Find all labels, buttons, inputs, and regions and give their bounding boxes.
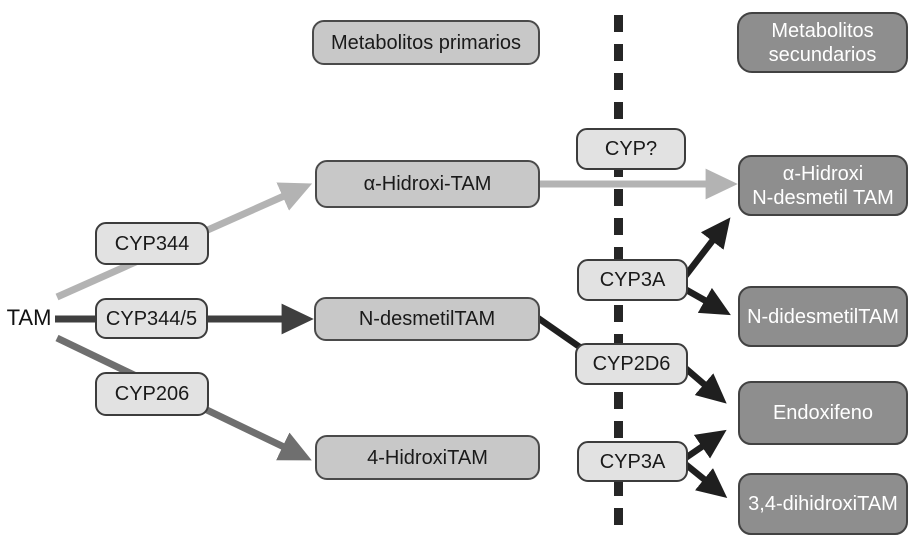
alpha-hidroxi-n-desmetil-line2: N-desmetil TAM xyxy=(752,186,894,209)
metabolite-n-desmetil-tam: N-desmetilTAM xyxy=(314,297,540,341)
metabolite-endoxifeno: Endoxifeno xyxy=(738,381,908,445)
line-n-desmetil-tam-to-cyp2d6 xyxy=(536,315,586,353)
metabolite-n-didesmetil-tam: N-didesmetilTAM xyxy=(738,286,908,347)
enzyme-cyp-unknown: CYP? xyxy=(576,128,686,170)
enzyme-cyp344: CYP344 xyxy=(95,222,209,265)
alpha-hidroxi-n-desmetil-line1: α-Hidroxi xyxy=(782,162,864,185)
enzyme-cyp206: CYP206 xyxy=(95,372,209,416)
arrow-cyp3a-upper-to-alpha-hidroxi-n-desmetil xyxy=(680,217,731,281)
metabolite-alpha-hidroxi-n-desmetil-tam: α-Hidroxi N-desmetil TAM xyxy=(738,155,908,216)
header-secondary-metabolites: Metabolitos secundarios xyxy=(737,12,908,73)
enzyme-cyp2d6: CYP2D6 xyxy=(575,343,688,385)
enzyme-cyp3a-upper: CYP3A xyxy=(577,259,688,301)
tam-substrate-label: TAM xyxy=(6,305,52,330)
header-secondary-line2: secundarios xyxy=(768,43,877,66)
header-secondary-line1: Metabolitos xyxy=(771,19,874,42)
metabolite-4-hidroxi-tam: 4-HidroxiTAM xyxy=(315,435,540,480)
enzyme-cyp344-5: CYP344/5 xyxy=(95,298,208,339)
metabolite-3-4-dihidroxi-tam: 3,4-dihidroxiTAM xyxy=(738,473,908,535)
metabolite-alpha-hidroxi-tam: α-Hidroxi-TAM xyxy=(315,160,540,208)
header-primary-metabolites: Metabolitos primarios xyxy=(312,20,540,65)
enzyme-cyp3a-lower: CYP3A xyxy=(577,441,688,482)
